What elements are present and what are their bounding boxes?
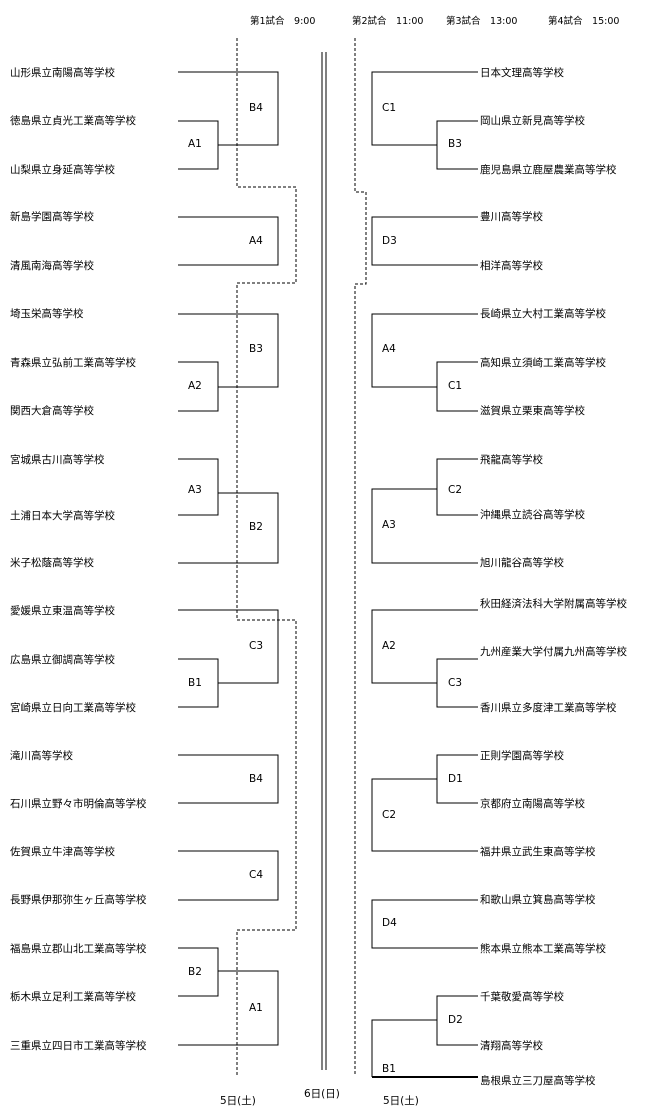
right-team: 清翔高等学校 <box>480 1040 543 1052</box>
left-match-b4-top <box>178 71 279 146</box>
match-code: C1 <box>382 102 397 114</box>
right-match-a2 <box>371 609 478 684</box>
left-team: 石川県立野々市明倫高等学校 <box>10 798 147 810</box>
left-match-b4-bottom <box>178 754 279 804</box>
right-team: 福井県立武生東高等学校 <box>480 846 596 858</box>
match-code: B1 <box>382 1063 396 1075</box>
right-team: 旭川龍谷高等学校 <box>480 557 564 569</box>
right-day-split-line <box>354 38 367 1075</box>
left-team: 滝川高等学校 <box>10 750 73 762</box>
match-code: C3 <box>249 640 264 652</box>
right-team: 滋賀県立栗東高等学校 <box>480 405 585 417</box>
right-team: 飛龍高等学校 <box>480 454 543 466</box>
left-team: 広島県立御調高等学校 <box>10 654 115 666</box>
left-team: 土浦日本大学高等学校 <box>10 510 115 522</box>
left-team: 三重県立四日市工業高等学校 <box>10 1040 147 1052</box>
round-4-header: 第4試合 15:00 <box>548 16 620 27</box>
right-team: 香川県立多度津工業高等学校 <box>480 702 617 714</box>
left-match-c3 <box>178 609 279 684</box>
match-code: A2 <box>382 640 396 652</box>
left-team: 山形県立南陽高等学校 <box>10 67 115 79</box>
match-code: A1 <box>188 138 202 150</box>
left-team: 福島県立郡山北工業高等学校 <box>10 943 147 955</box>
left-team: 清風南海高等学校 <box>10 260 94 272</box>
right-match-c2-bottom <box>371 778 478 852</box>
match-code: B4 <box>249 773 263 785</box>
right-team: 京都府立南陽高等学校 <box>480 798 585 810</box>
left-team: 山梨県立身延高等学校 <box>10 164 115 176</box>
right-team: 和歌山県立箕島高等学校 <box>480 894 596 906</box>
left-match-b3 <box>178 313 279 388</box>
match-code: A4 <box>382 343 396 355</box>
left-team: 埼玉栄高等学校 <box>10 308 84 320</box>
left-match-a1-bottom <box>178 970 279 1046</box>
match-code: A3 <box>382 519 396 531</box>
right-team: 九州産業大学付属九州高等学校 <box>480 646 627 658</box>
round-1-header: 第1試合 9:00 <box>250 16 316 27</box>
left-team: 関西大倉高等学校 <box>10 405 94 417</box>
round-2-header: 第2試合 11:00 <box>352 16 424 27</box>
match-code: D1 <box>448 773 463 785</box>
right-team: 豊川高等学校 <box>480 211 543 223</box>
right-match-a4 <box>371 313 478 388</box>
match-code: B3 <box>249 343 263 355</box>
right-match-b1 <box>371 1019 437 1077</box>
right-match-a3 <box>371 488 478 564</box>
right-match-c2 <box>436 458 478 516</box>
right-team: 岡山県立新見高等学校 <box>480 115 585 127</box>
right-day-label: 5日(土) <box>383 1095 419 1107</box>
center-day-label: 6日(日) <box>304 1088 340 1100</box>
left-day-label: 5日(土) <box>220 1095 256 1107</box>
match-code: D4 <box>382 917 397 929</box>
match-code: A1 <box>249 1002 263 1014</box>
match-code: A2 <box>188 380 202 392</box>
match-code: C3 <box>448 677 463 689</box>
right-team: 秋田経済法科大学附属高等学校 <box>480 598 627 610</box>
right-team: 島根県立三刀屋高等学校 <box>480 1075 596 1087</box>
match-code: D2 <box>448 1014 463 1026</box>
left-team: 宮城県古川高等学校 <box>10 454 105 466</box>
left-team: 青森県立弘前工業高等学校 <box>10 357 136 369</box>
left-team: 佐賀県立牛津高等学校 <box>10 846 115 858</box>
left-team: 長野県伊那弥生ヶ丘高等学校 <box>10 894 147 906</box>
right-team: 日本文理高等学校 <box>480 67 564 79</box>
left-team: 新島学園高等学校 <box>10 211 94 223</box>
left-team: 愛媛県立東温高等学校 <box>10 605 115 617</box>
right-team: 沖縄県立読谷高等学校 <box>480 509 585 521</box>
match-code: C2 <box>382 809 397 821</box>
match-code: A3 <box>188 484 202 496</box>
left-match-b2-bottom <box>178 947 219 997</box>
round-3-header: 第3試合 13:00 <box>446 16 518 27</box>
left-team: 宮崎県立日向工業高等学校 <box>10 702 136 714</box>
match-code: C1 <box>448 380 463 392</box>
left-team: 徳島県立貞光工業高等学校 <box>10 115 136 127</box>
right-team: 正則学園高等学校 <box>480 750 564 762</box>
right-team: 相洋高等学校 <box>480 260 543 272</box>
match-code: B1 <box>188 677 202 689</box>
match-code: B2 <box>249 521 263 533</box>
match-code: C2 <box>448 484 463 496</box>
right-match-c1-top <box>371 71 478 146</box>
right-team: 鹿児島県立鹿屋農業高等学校 <box>480 164 617 176</box>
left-match-a3 <box>178 458 219 516</box>
match-code: B2 <box>188 966 202 978</box>
left-team: 米子松蔭高等学校 <box>10 557 94 569</box>
right-team: 千葉敬愛高等学校 <box>480 991 564 1003</box>
right-match-d4 <box>371 899 478 949</box>
right-match-d3 <box>371 216 478 266</box>
left-match-b2 <box>178 492 279 564</box>
left-team: 栃木県立足利工業高等学校 <box>10 991 136 1003</box>
left-day-split-line <box>236 38 297 1075</box>
match-code: B3 <box>448 138 462 150</box>
match-code: B4 <box>249 102 263 114</box>
match-code: A4 <box>249 235 263 247</box>
match-code: D3 <box>382 235 397 247</box>
left-match-c4 <box>178 850 279 901</box>
right-team: 高知県立須崎工業高等学校 <box>480 357 606 369</box>
right-team: 熊本県立熊本工業高等学校 <box>480 943 606 955</box>
left-match-a4 <box>178 216 279 266</box>
match-code: C4 <box>249 869 264 881</box>
right-team: 長崎県立大村工業高等学校 <box>480 308 606 320</box>
